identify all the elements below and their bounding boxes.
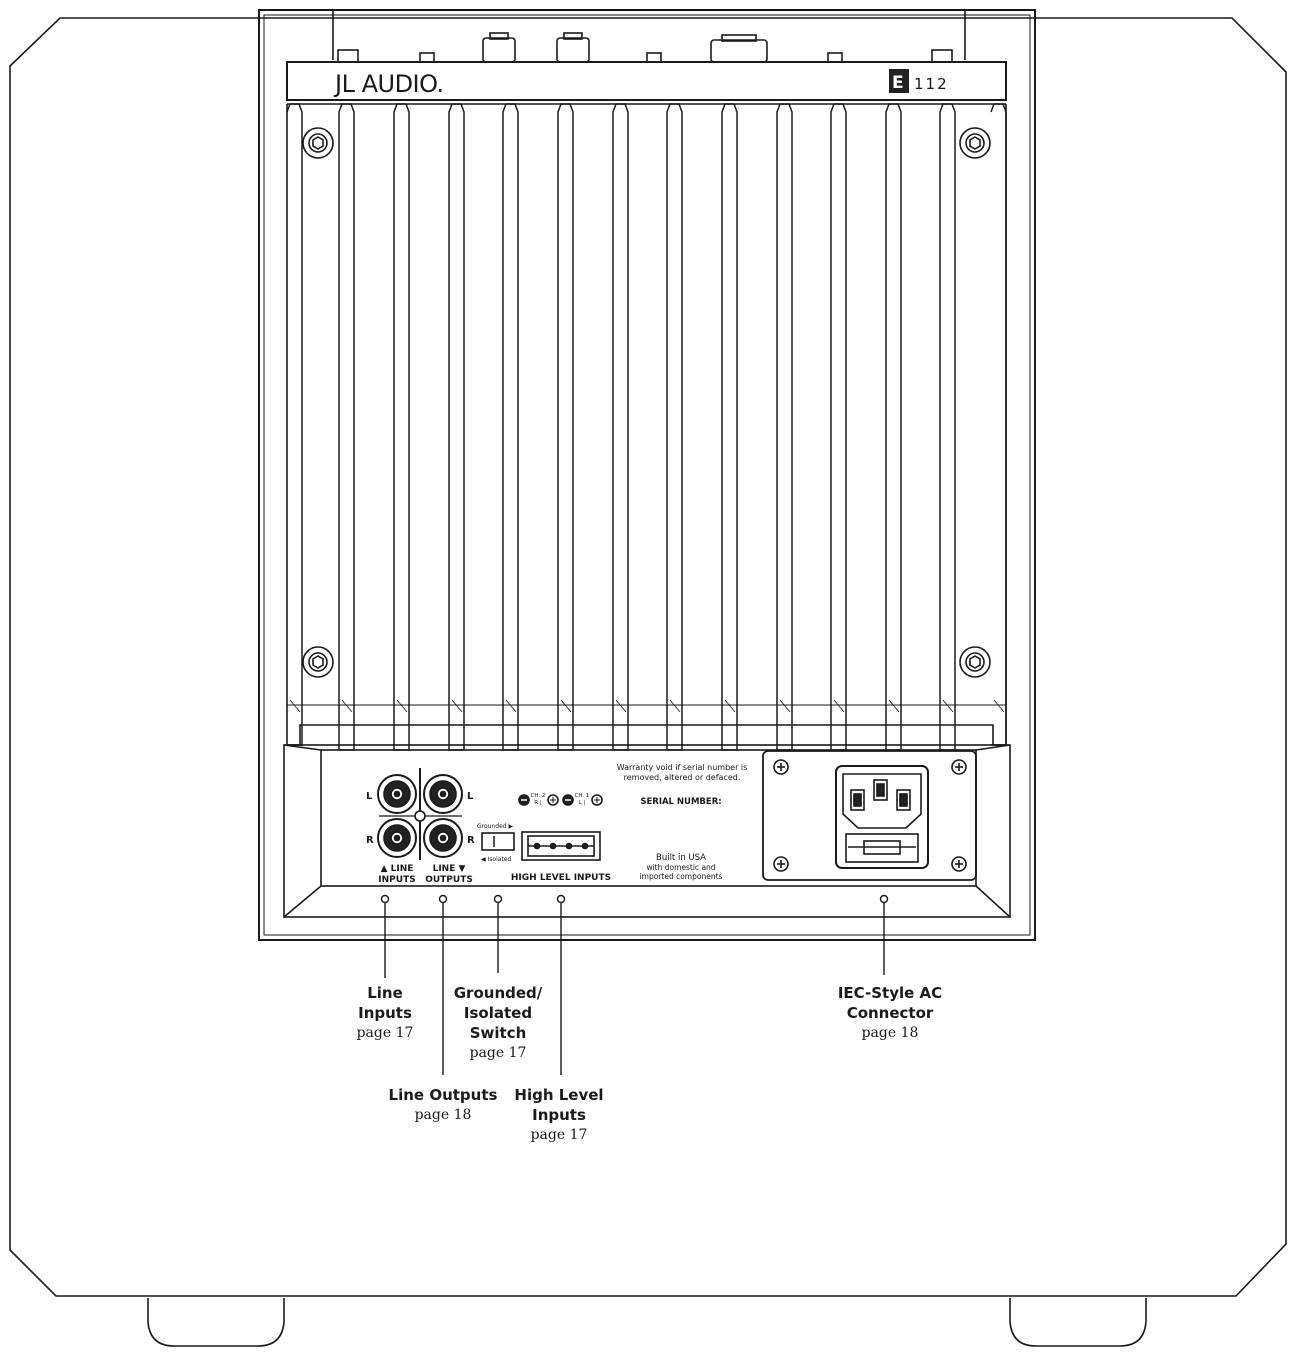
cabinet-outline [9, 17, 1287, 1297]
model-number: 112 [914, 75, 949, 93]
ground-switch [481, 832, 515, 851]
heatsink-fins [286, 103, 1007, 751]
callout-grounded-switch-title: Grounded/ Isolated Switch [453, 984, 543, 1042]
high-level-terminal [521, 831, 601, 861]
line-inputs-jacks [377, 774, 417, 858]
rca-left-out: L [467, 791, 474, 802]
leader-lines [380, 894, 889, 1075]
callout-high-level-inputs-title: High Level Inputs [514, 1086, 604, 1124]
input-panel-outer [283, 744, 1011, 918]
origin-title: Built in USA [656, 853, 706, 863]
callout-grounded-switch: Grounded/ Isolated Switch page 17 [433, 983, 563, 1063]
callout-high-level-inputs-page: page 17 [530, 1127, 588, 1143]
line-outputs-jacks [423, 774, 463, 858]
header-bar [286, 61, 1007, 101]
callout-line-outputs: Line Outputs page 18 [363, 1085, 523, 1125]
callout-line-inputs-page: page 17 [356, 1025, 414, 1041]
rca-right-in: R [366, 835, 374, 846]
brand-logo: JL AUDIO. [333, 70, 444, 98]
callout-line-outputs-title: Line Outputs [388, 1086, 498, 1104]
model-badge: E [892, 73, 904, 93]
foot-left [147, 1298, 285, 1347]
callout-line-inputs-title: Line Inputs [358, 984, 412, 1022]
polarity-symbols [518, 794, 603, 806]
switch-isolated-label: ◀ Isolated [481, 856, 511, 863]
iec-connector [762, 750, 977, 881]
high-level-inputs-label: HIGH LEVEL INPUTS [511, 873, 611, 883]
mounting-screws [302, 127, 991, 678]
callout-iec-connector-page: page 18 [861, 1025, 919, 1041]
serial-number-label: SERIAL NUMBER: [640, 797, 721, 807]
rca-left-in: L [366, 791, 373, 802]
callout-iec-connector: IEC-Style AC Connector page 18 [810, 983, 970, 1043]
callout-grounded-switch-page: page 17 [469, 1045, 527, 1061]
switch-grounded-label: Grounded ▶ [477, 823, 513, 830]
line-outputs-label: LINE ▼OUTPUTS [425, 864, 473, 885]
foot-right [1009, 1298, 1147, 1347]
callout-line-outputs-page: page 18 [414, 1107, 472, 1123]
rca-right-out: R [467, 835, 475, 846]
callout-iec-connector-title: IEC-Style AC Connector [837, 984, 943, 1022]
amplifier-plate [258, 9, 1036, 941]
callout-line-inputs: Line Inputs page 17 [325, 983, 445, 1043]
callout-high-level-inputs: High Level Inputs page 17 [494, 1085, 624, 1145]
